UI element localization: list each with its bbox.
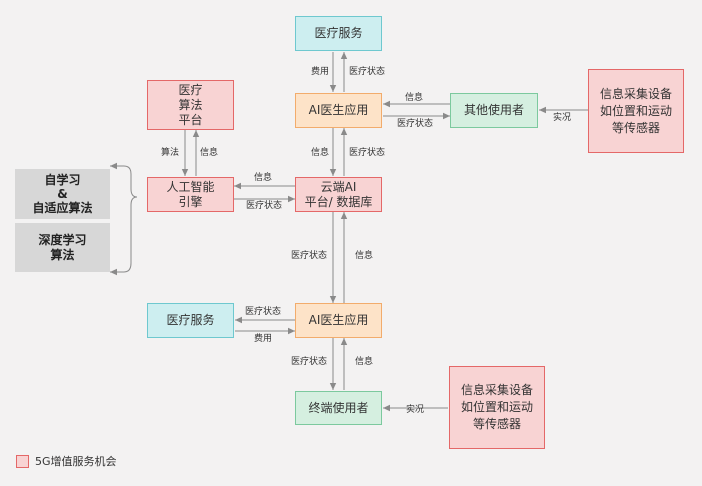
medical-algo-platform: 医疗 算法 平台: [147, 80, 234, 130]
medical-algo-platform-line1: 医疗: [178, 82, 203, 97]
medical-algo-platform-line3: 平台: [178, 112, 203, 127]
self-learning-line2: &: [57, 187, 68, 201]
label-status-engine: 医疗状态: [246, 201, 283, 211]
bracket-curve: [112, 165, 138, 273]
info-device-bottom-line2: 如位置和运动: [460, 400, 533, 414]
cloud-ai-platform: 云端AI 平台/ 数据库: [295, 177, 382, 212]
label-info-other: 信息: [405, 93, 424, 103]
label-info-algo: 信息: [200, 148, 219, 158]
label-algo: 算法: [161, 148, 180, 158]
medical-service-top: 医疗服务: [295, 16, 382, 51]
medical-service-bottom-label: 医疗服务: [166, 313, 215, 327]
info-device-top: 信息采集设备 如位置和运动 等传感器: [588, 69, 684, 153]
label-status-top: 医疗状态: [349, 67, 386, 77]
legend-label: 5G增值服务机会: [35, 455, 117, 468]
ai-engine-line2: 引擎: [178, 194, 203, 209]
label-status-cloud-down: 医疗状态: [291, 251, 328, 261]
cloud-ai-line2: 平台/ 数据库: [304, 194, 373, 209]
cloud-ai-line1: 云端AI: [320, 179, 357, 194]
info-device-top-line3: 等传感器: [611, 120, 660, 135]
label-fee-top: 费用: [311, 67, 330, 77]
ai-doctor-app-top: AI医生应用: [295, 93, 382, 128]
other-users-label: 其他使用者: [463, 103, 524, 117]
deep-learning-algo: 深度学习 算法: [15, 223, 110, 272]
legend-swatch: [16, 454, 29, 468]
label-info-cloud-up: 信息: [355, 251, 374, 261]
label-info-terminal: 信息: [355, 357, 374, 367]
ai-doctor-app-top-label: AI医生应用: [308, 103, 369, 117]
label-fee-bottom: 费用: [254, 334, 273, 344]
label-status-app-cloud: 医疗状态: [349, 148, 386, 158]
info-device-bottom: 信息采集设备 如位置和运动 等传感器: [449, 366, 545, 449]
medical-service-top-label: 医疗服务: [314, 26, 363, 40]
self-learning-algo: 自学习 & 自适应算法: [15, 169, 110, 219]
label-info-engine: 信息: [254, 173, 273, 183]
info-device-top-line1: 信息采集设备: [599, 86, 672, 101]
label-status-other: 医疗状态: [397, 119, 434, 129]
label-realize-top: 实况: [553, 113, 572, 123]
ai-doctor-app-bottom: AI医生应用: [295, 303, 382, 338]
medical-algo-platform-line2: 算法: [178, 97, 203, 112]
ai-doctor-app-bottom-label: AI医生应用: [308, 313, 369, 327]
label-realize-bottom: 实况: [406, 405, 425, 415]
self-learning-line1: 自学习: [44, 173, 81, 187]
medical-service-bottom: 医疗服务: [147, 303, 234, 338]
ai-engine-line1: 人工智能: [166, 179, 215, 194]
other-users: 其他使用者: [450, 93, 538, 128]
terminal-user-label: 终端使用者: [308, 400, 369, 415]
ai-engine: 人工智能 引擎: [147, 177, 234, 212]
info-device-top-line2: 如位置和运动: [599, 103, 672, 118]
self-learning-line3: 自适应算法: [32, 201, 93, 215]
terminal-user: 终端使用者: [295, 391, 382, 425]
deep-learning-line1: 深度学习: [38, 232, 87, 247]
info-device-bottom-line3: 等传感器: [472, 417, 521, 431]
legend: 5G增值服务机会: [16, 453, 117, 469]
label-status-terminal: 医疗状态: [291, 357, 328, 367]
info-device-bottom-line1: 信息采集设备: [460, 383, 533, 397]
label-info-app-cloud: 信息: [311, 148, 330, 158]
label-status-bottom-service: 医疗状态: [245, 307, 282, 317]
deep-learning-line2: 算法: [50, 247, 75, 262]
